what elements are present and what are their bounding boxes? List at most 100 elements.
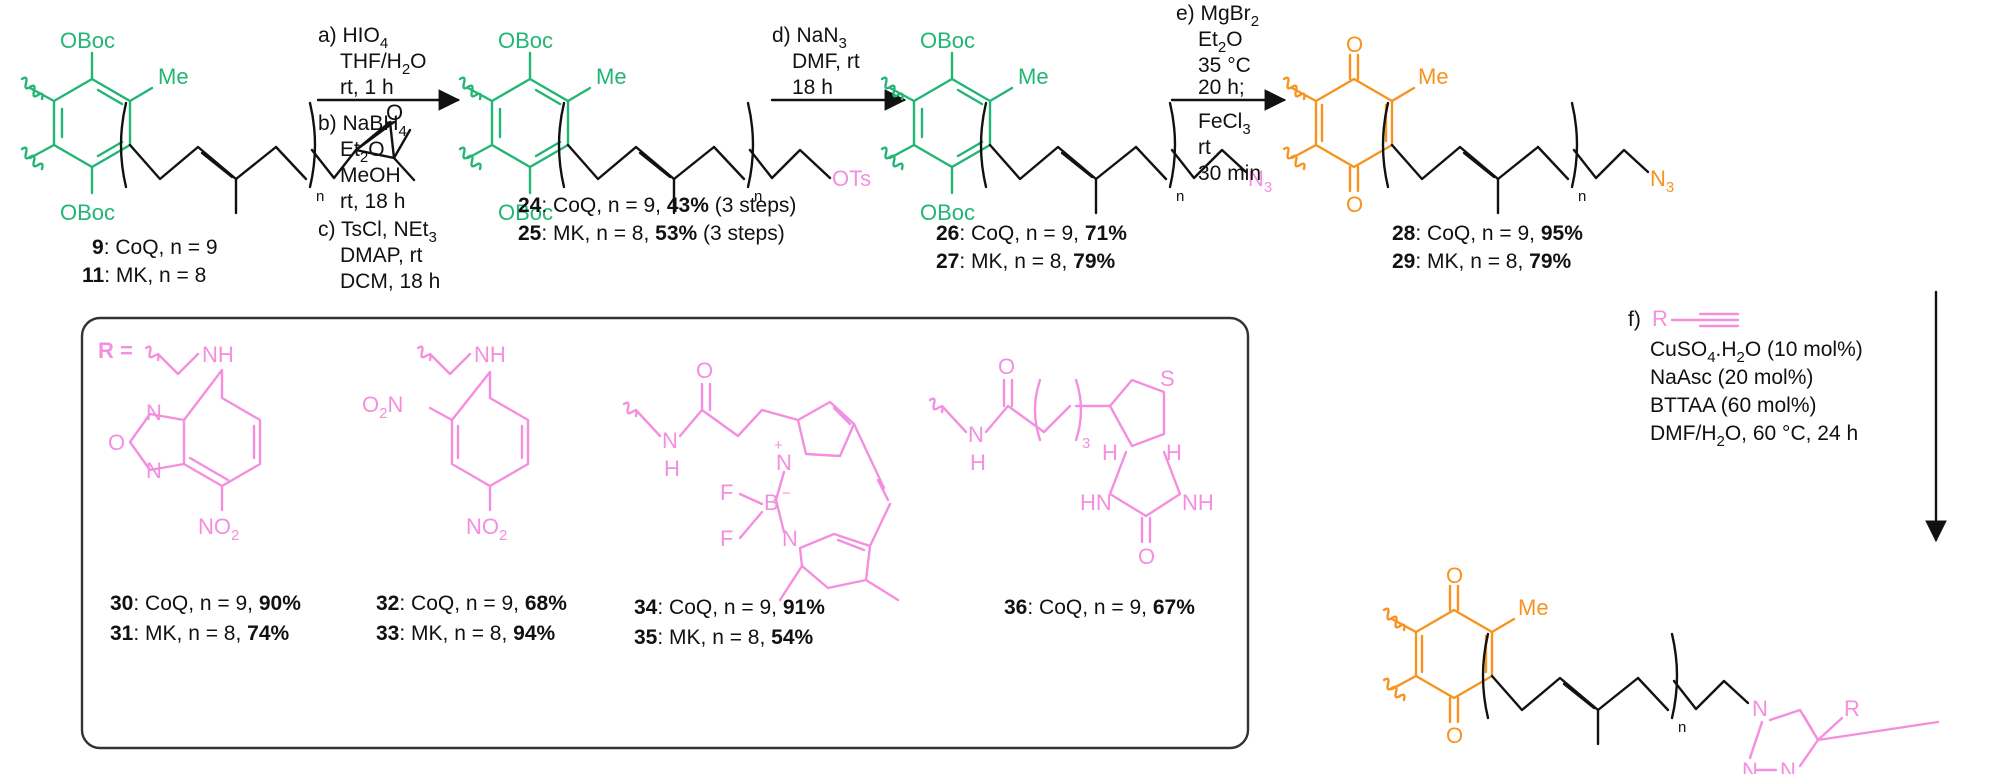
caption-36: 36: CoQ, n = 9, 67%	[1004, 596, 1195, 619]
svg-text:NO2: NO2	[466, 514, 507, 544]
svg-text:c) TsCl, NEt3: c) TsCl, NEt3	[318, 218, 437, 246]
compound-9-11-structure: OBoc OBoc Me n O	[20, 28, 416, 225]
r-group-nbd: NH N O N NO2	[108, 342, 262, 544]
svg-text:N: N	[1780, 758, 1796, 774]
svg-text:B: B	[764, 490, 779, 515]
svg-text:MeOH: MeOH	[340, 164, 401, 187]
svg-text:a) HIO4: a) HIO4	[318, 24, 388, 52]
svg-text:rt: rt	[1198, 136, 1211, 159]
svg-text:OBoc: OBoc	[920, 28, 975, 53]
svg-text:Me: Me	[1518, 595, 1549, 620]
svg-text:OBoc: OBoc	[60, 28, 115, 53]
triazole-product-structure: O O Me n N N N R	[1382, 563, 1940, 774]
svg-text:Et2O: Et2O	[340, 138, 385, 166]
svg-text:NH: NH	[1182, 490, 1214, 515]
caption-24: 24: CoQ, n = 9, 43% (3 steps)	[518, 194, 796, 217]
svg-text:H: H	[1166, 440, 1182, 465]
svg-text:O: O	[998, 354, 1015, 379]
caption-29: 29: MK, n = 8, 79%	[1392, 250, 1572, 273]
svg-text:N: N	[146, 458, 162, 483]
svg-text:O2N: O2N	[362, 392, 403, 422]
svg-text:O: O	[386, 100, 403, 125]
svg-text:N: N	[1752, 696, 1768, 721]
caption-25: 25: MK, n = 8, 53% (3 steps)	[518, 222, 785, 245]
svg-text:3: 3	[1082, 435, 1090, 452]
svg-text:30 min: 30 min	[1198, 162, 1261, 185]
svg-text:OBoc: OBoc	[60, 200, 115, 225]
svg-text:N: N	[1742, 758, 1758, 774]
svg-text:NH: NH	[202, 342, 234, 367]
svg-text:O: O	[1446, 563, 1463, 588]
svg-text:b) NaBH4: b) NaBH4	[318, 112, 407, 140]
svg-text:f): f)	[1628, 308, 1641, 331]
svg-text:n: n	[1578, 188, 1586, 205]
svg-text:DMAP, rt: DMAP, rt	[340, 244, 423, 267]
conditions-e: e) MgBr2 Et2O 35 °C 20 h; FeCl3 rt 30 mi…	[1176, 2, 1261, 185]
svg-text:H: H	[970, 450, 986, 475]
svg-text:O: O	[1138, 544, 1155, 569]
caption-33: 33: MK, n = 8, 94%	[376, 622, 556, 645]
svg-text:NO2: NO2	[198, 514, 239, 544]
compound-28-29-structure: O O Me n N3	[1282, 32, 1674, 217]
svg-text:n: n	[1678, 719, 1686, 736]
svg-text:F: F	[720, 526, 733, 551]
svg-text:O: O	[108, 430, 125, 455]
conditions-a-b-c: a) HIO4 THF/H2O rt, 1 h b) NaBH4 Et2O Me…	[318, 24, 440, 293]
svg-text:N: N	[782, 526, 798, 551]
svg-text:+: +	[774, 437, 783, 454]
caption-30: 30: CoQ, n = 9, 90%	[110, 592, 301, 615]
r-group-panel	[80, 316, 1250, 750]
svg-text:R: R	[1652, 306, 1668, 331]
conditions-d: d) NaN3 DMF, rt 18 h	[772, 24, 860, 99]
svg-text:Me: Me	[596, 64, 627, 89]
svg-text:O: O	[696, 358, 713, 383]
svg-text:−: −	[782, 485, 791, 502]
caption-34: 34: CoQ, n = 9, 91%	[634, 596, 825, 619]
svg-text:HN: HN	[1080, 490, 1112, 515]
compound-24-25-structure: OBoc OBoc Me n OTs	[458, 28, 871, 225]
caption-27: 27: MK, n = 8, 79%	[936, 250, 1116, 273]
svg-text:O: O	[1346, 192, 1363, 217]
svg-text:n: n	[1176, 188, 1184, 205]
svg-text:O: O	[1446, 723, 1463, 748]
r-group-biotin: N H O 3 S H H HN NH O	[928, 354, 1214, 569]
svg-text:Me: Me	[1018, 64, 1049, 89]
svg-text:FeCl3: FeCl3	[1198, 110, 1251, 138]
svg-text:DMF, rt: DMF, rt	[792, 50, 860, 73]
caption-31: 31: MK, n = 8, 74%	[110, 622, 290, 645]
svg-text:rt, 18 h: rt, 18 h	[340, 190, 405, 213]
svg-text:N: N	[968, 422, 984, 447]
svg-text:NaAsc (20 mol%): NaAsc (20 mol%)	[1650, 366, 1813, 389]
caption-35: 35: MK, n = 8, 54%	[634, 626, 814, 649]
svg-text:N3: N3	[1650, 166, 1674, 196]
svg-text:N: N	[146, 400, 162, 425]
svg-text:N: N	[662, 428, 678, 453]
svg-text:CuSO4.H2O (10 mol%): CuSO4.H2O (10 mol%)	[1650, 338, 1863, 366]
svg-text:Me: Me	[158, 64, 189, 89]
svg-text:n: n	[754, 188, 762, 205]
svg-text:NH: NH	[474, 342, 506, 367]
svg-text:rt, 1 h: rt, 1 h	[340, 76, 394, 99]
svg-text:O: O	[1346, 32, 1363, 57]
svg-text:OBoc: OBoc	[498, 28, 553, 53]
caption-26: 26: CoQ, n = 9, 71%	[936, 222, 1127, 245]
svg-text:H: H	[664, 456, 680, 481]
caption-32: 32: CoQ, n = 9, 68%	[376, 592, 567, 615]
svg-text:OBoc: OBoc	[920, 200, 975, 225]
svg-text:OBoc: OBoc	[498, 200, 553, 225]
conditions-f: f) R CuSO4.H2O (10 mol%) NaAsc (20 mol%)…	[1628, 306, 1863, 450]
svg-text:n: n	[316, 188, 324, 205]
svg-text:BTTAA (60 mol%): BTTAA (60 mol%)	[1650, 394, 1816, 417]
svg-text:d) NaN3: d) NaN3	[772, 24, 847, 52]
svg-text:S: S	[1160, 366, 1175, 391]
svg-text:N3: N3	[1248, 166, 1272, 196]
svg-text:F: F	[720, 480, 733, 505]
caption-9: 9: CoQ, n = 9	[92, 236, 218, 259]
svg-text:Me: Me	[1418, 64, 1449, 89]
caption-11: 11: MK, n = 8	[82, 264, 206, 287]
svg-text:N: N	[776, 450, 792, 475]
compound-26-27-structure: OBoc OBoc Me n N3	[880, 28, 1272, 225]
svg-text:DCM, 18 h: DCM, 18 h	[340, 270, 440, 293]
svg-text:Et2O: Et2O	[1198, 28, 1243, 56]
